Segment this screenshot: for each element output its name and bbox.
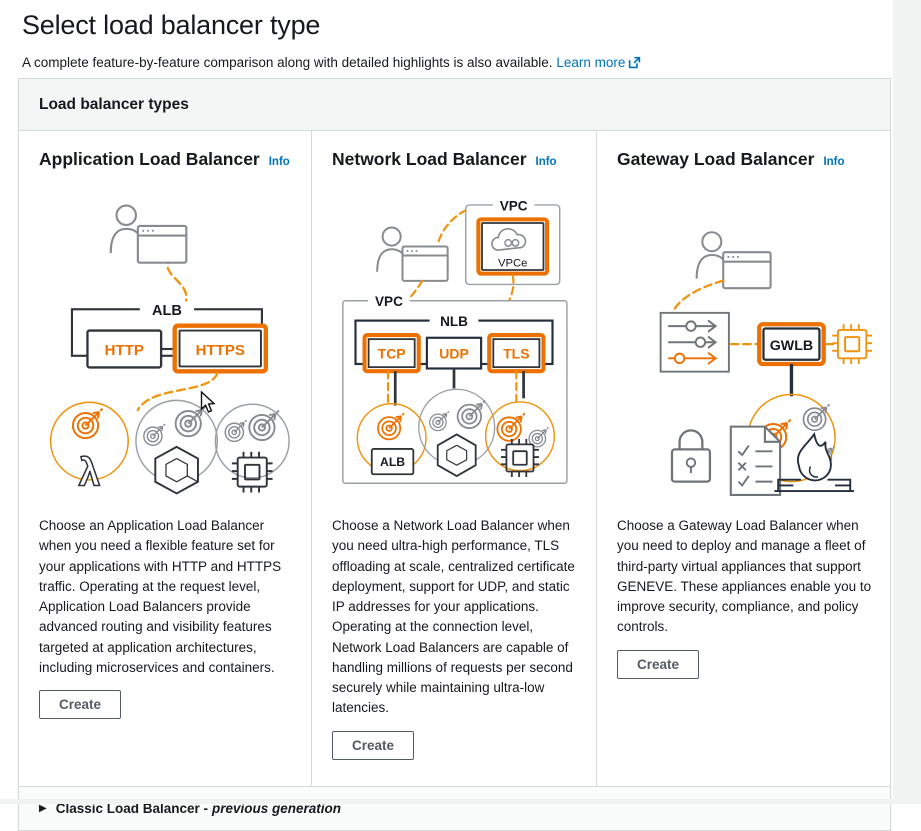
gwlb-description: Choose a Gateway Load Balancer when you … <box>617 518 872 635</box>
gwlb-create-button[interactable]: Create <box>617 649 700 679</box>
target-icon <box>224 419 248 443</box>
vpc-label: VPC <box>375 294 403 309</box>
nlb-card-title: Network Load Balancer <box>332 149 527 169</box>
checklist-document-icon <box>729 425 782 496</box>
vpc-top-label: VPC <box>500 198 528 213</box>
page-header: Select load balancer type A complete fea… <box>0 0 921 70</box>
container-hexagon-icon <box>436 433 477 478</box>
user-browser-icon <box>695 231 772 290</box>
alb-label: ALB <box>152 303 182 319</box>
target-icon <box>71 407 104 440</box>
tls-listener-label: TLS <box>503 346 529 362</box>
appliance-chip-icon <box>831 323 873 365</box>
alb-diagram: ALB HTTP HTTPS λ <box>39 174 291 512</box>
tcp-listener-label: TCP <box>378 346 406 362</box>
panel-header: Load balancer types <box>19 79 890 131</box>
gwlb-card-title: Gateway Load Balancer <box>617 149 815 169</box>
panel-title: Load balancer types <box>39 96 189 113</box>
page-subtitle: A complete feature-by-feature comparison… <box>22 55 921 70</box>
target-icon <box>802 403 831 432</box>
padlock-icon <box>678 429 704 450</box>
subtitle-text: A complete feature-by-feature comparison… <box>22 55 553 70</box>
gwlb-diagram: GWLB <box>617 174 873 512</box>
nlb-info-link[interactable]: Info <box>535 156 557 168</box>
vpce-label: VPCe <box>498 257 527 269</box>
http-listener-label: HTTP <box>105 342 144 359</box>
nlb-diagram: VPC VPCe VPC NLB <box>332 174 576 512</box>
user-browser-icon <box>109 204 188 264</box>
caret-right-icon: ▶ <box>39 802 47 814</box>
target-icon <box>174 405 207 438</box>
firewall-icon <box>777 478 852 492</box>
container-hexagon-icon <box>154 445 199 495</box>
page-bottom-gutter <box>0 799 921 804</box>
page-right-gutter <box>893 0 921 804</box>
card-row: Application Load Balancer Info ALB HTTP … <box>19 131 890 786</box>
udp-listener-label: UDP <box>439 346 469 362</box>
load-balancer-types-panel: Load balancer types Application Load Bal… <box>18 78 891 831</box>
alb-info-link[interactable]: Info <box>268 156 290 168</box>
target-icon <box>248 409 280 442</box>
nlb-label: NLB <box>440 314 468 329</box>
alb-card: Application Load Balancer Info ALB HTTP … <box>19 131 312 786</box>
target-icon <box>143 423 166 446</box>
alb-target-label: ALB <box>380 455 405 469</box>
external-link-icon <box>629 56 641 69</box>
gwlb-info-link[interactable]: Info <box>823 156 845 168</box>
alb-create-button[interactable]: Create <box>39 690 122 719</box>
alb-card-title: Application Load Balancer <box>39 149 260 169</box>
dashed-flow-line <box>166 255 188 307</box>
gwlb-label: GWLB <box>770 338 813 354</box>
flame-icon <box>796 431 832 482</box>
nlb-description: Choose a Network Load Balancer when you … <box>332 518 575 716</box>
gwlb-card: Gateway Load Balancer Info <box>597 131 893 786</box>
nlb-card: Network Load Balancer Info VPC VPCe <box>312 131 597 786</box>
user-browser-icon <box>376 226 449 282</box>
learn-more-link[interactable]: Learn more <box>556 55 641 70</box>
nlb-create-button[interactable]: Create <box>332 730 415 760</box>
page-title: Select load balancer type <box>22 10 321 40</box>
lambda-icon: λ <box>79 452 101 495</box>
alb-description: Choose an Application Load Balancer when… <box>39 518 282 675</box>
ec2-chip-icon <box>230 450 274 494</box>
classic-lb-expander[interactable]: ▶ Classic Load Balancer - previous gener… <box>19 785 890 830</box>
https-listener-label: HTTPS <box>196 342 245 359</box>
